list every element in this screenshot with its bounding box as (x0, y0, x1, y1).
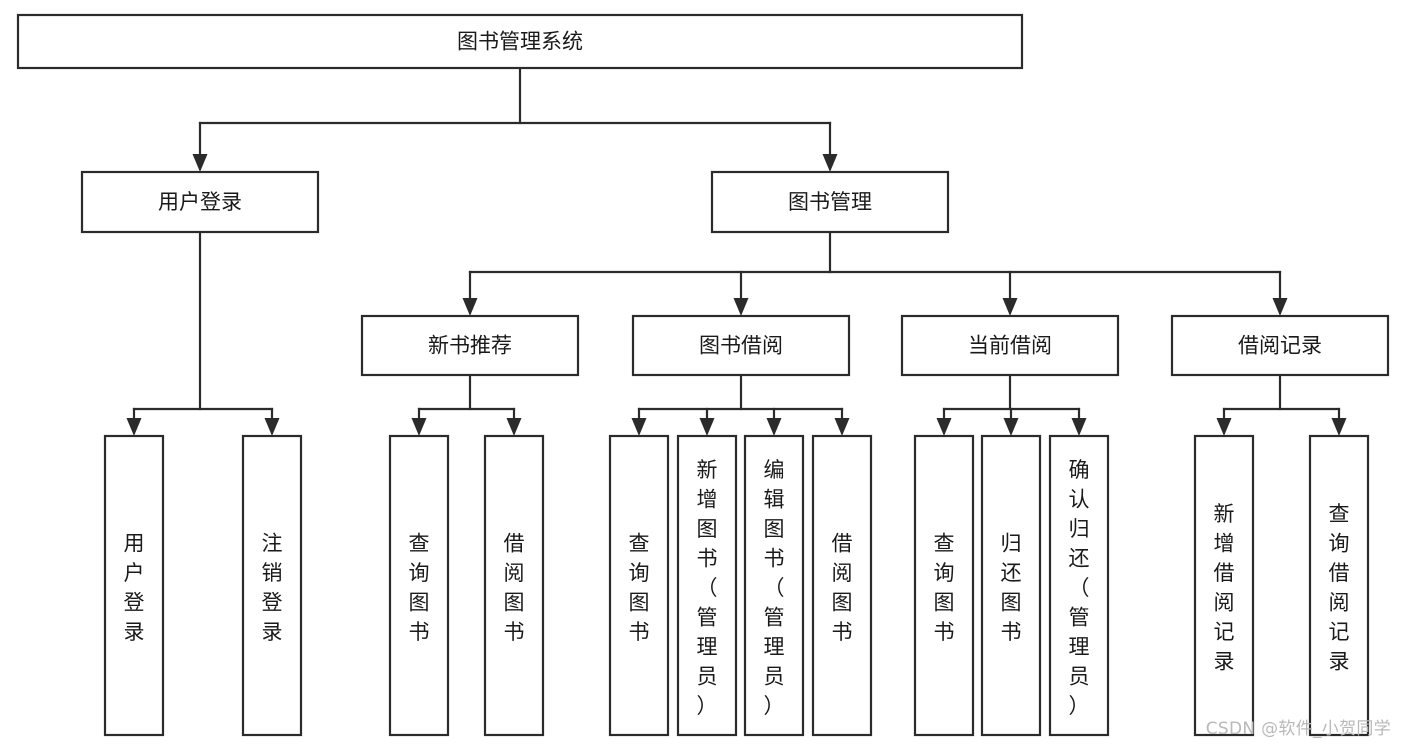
leaf-borrow-book-rec-label: 借阅图书 (504, 532, 525, 645)
connector-edges (126, 66, 1347, 436)
leaf-query-book-rec-label: 查询图书 (409, 532, 430, 645)
leaf-query-book-rec[interactable]: 查询图书 (388, 434, 450, 737)
leaf-return-book[interactable]: 归还图书 (980, 434, 1042, 737)
node-user-login[interactable]: 用户登录 (80, 170, 320, 234)
leaf-add-book-label: 新增图书（管理员） (697, 458, 718, 718)
leaf-query-record-label: 查询借阅记录 (1329, 502, 1350, 674)
leaf-borrow-book-rec[interactable]: 借阅图书 (483, 434, 545, 737)
node-new-book-recommendation[interactable]: 新书推荐 (360, 314, 580, 377)
leaf-confirm-return[interactable]: 确认归还（管理员） (1048, 434, 1110, 737)
leaf-add-book[interactable]: 新增图书（管理员） (676, 434, 738, 737)
leaf-logout-label: 注销登录 (262, 532, 283, 645)
leaf-query-book-borrow[interactable]: 查询图书 (608, 434, 670, 737)
leaf-query-book-borrow-label: 查询图书 (629, 532, 650, 645)
leaf-add-record[interactable]: 新增借阅记录 (1193, 434, 1255, 737)
leaf-add-record-label: 新增借阅记录 (1214, 502, 1235, 674)
node-boxes: 图书管理系统用户登录图书管理新书推荐图书借阅当前借阅借阅记录用户登录注销登录查询… (16, 13, 1390, 737)
node-borrowing-record-label: 借阅记录 (1238, 334, 1322, 358)
node-borrowing-record[interactable]: 借阅记录 (1170, 314, 1390, 377)
leaf-user-login[interactable]: 用户登录 (103, 434, 165, 737)
leaf-borrow-book[interactable]: 借阅图书 (811, 434, 873, 737)
node-book-borrowing-label: 图书借阅 (699, 334, 783, 358)
node-book-management[interactable]: 图书管理 (710, 170, 950, 234)
leaf-query-record[interactable]: 查询借阅记录 (1308, 434, 1370, 737)
node-book-management-system-label: 图书管理系统 (457, 30, 583, 54)
node-current-borrowing-label: 当前借阅 (968, 334, 1052, 358)
leaf-user-login-label: 用户登录 (124, 532, 145, 645)
leaf-return-book-label: 归还图书 (1001, 532, 1022, 645)
leaf-edit-book[interactable]: 编辑图书（管理员） (743, 434, 805, 737)
node-book-management-system[interactable]: 图书管理系统 (16, 13, 1024, 70)
leaf-query-book-cur[interactable]: 查询图书 (913, 434, 975, 737)
leaf-query-book-cur-label: 查询图书 (934, 532, 955, 645)
leaf-logout[interactable]: 注销登录 (241, 434, 303, 737)
leaf-borrow-book-label: 借阅图书 (832, 532, 853, 645)
node-current-borrowing[interactable]: 当前借阅 (900, 314, 1120, 377)
node-book-management-label: 图书管理 (788, 190, 872, 214)
node-book-borrowing[interactable]: 图书借阅 (631, 314, 851, 377)
leaf-edit-book-label: 编辑图书（管理员） (764, 458, 785, 718)
node-new-book-recommendation-label: 新书推荐 (428, 334, 512, 358)
csdn-watermark: CSDN @软件_小贺同学 (1205, 719, 1391, 739)
leaf-confirm-return-label: 确认归还（管理员） (1069, 458, 1090, 718)
node-user-login-label: 用户登录 (158, 190, 242, 214)
